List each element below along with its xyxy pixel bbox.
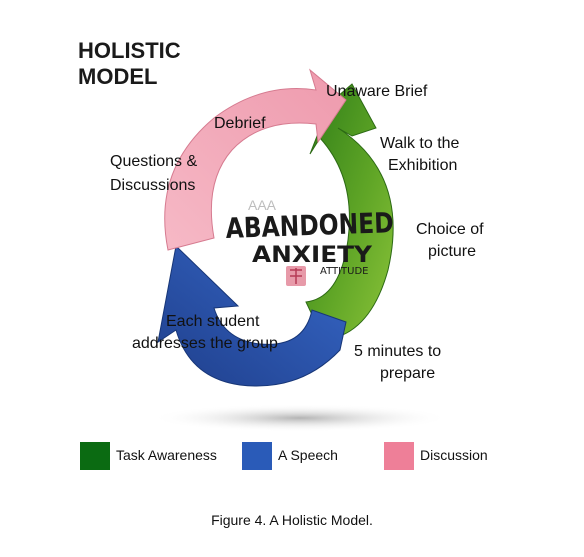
label-questions-line-1: Questions & (110, 153, 197, 170)
label-minutes-line-1: 5 minutes to (354, 343, 441, 360)
seal-mark-icon (290, 268, 302, 284)
label-minutes-line-2: prepare (380, 365, 435, 382)
title-line-2: MODEL (78, 64, 158, 89)
pink-arrow-segment (164, 68, 347, 251)
label-walk-line-2: Exhibition (388, 157, 457, 174)
label-choice-line-1: Choice of (416, 221, 484, 238)
floor-shadow (150, 404, 450, 432)
legend-label-a-speech: A Speech (278, 447, 338, 463)
figure-caption: Figure 4. A Holistic Model. (211, 512, 373, 528)
label-choice-line-2: picture (428, 243, 476, 260)
center-logo: AAA ABANDONED ANXIETY ATTITUDE (225, 197, 394, 286)
legend-label-discussion: Discussion (420, 447, 488, 463)
logo-small-text: AAA (248, 197, 277, 213)
label-each-line-1: Each student (166, 313, 260, 330)
legend-swatch-discussion (384, 442, 414, 470)
blue-arrow-segment (157, 244, 347, 387)
diagram-title: HOLISTIC MODEL (78, 38, 181, 90)
label-walk-line-1: Walk to the (380, 135, 460, 152)
logo-line-1: ABANDONED (225, 206, 394, 245)
legend-swatch-a-speech (242, 442, 272, 470)
step-labels: Unaware Brief Walk to the Exhibition Cho… (110, 83, 484, 382)
label-debrief: Debrief (214, 115, 266, 132)
logo-line-3: ATTITUDE (320, 266, 369, 277)
label-unaware-brief: Unaware Brief (326, 83, 428, 100)
logo-line-2: ANXIETY (252, 243, 373, 268)
legend-swatch-task-awareness (80, 442, 110, 470)
title-line-1: HOLISTIC (78, 38, 181, 63)
label-each-line-2: addresses the group (132, 335, 278, 352)
label-questions-line-2: Discussions (110, 177, 195, 194)
legend-label-task-awareness: Task Awareness (116, 447, 217, 463)
